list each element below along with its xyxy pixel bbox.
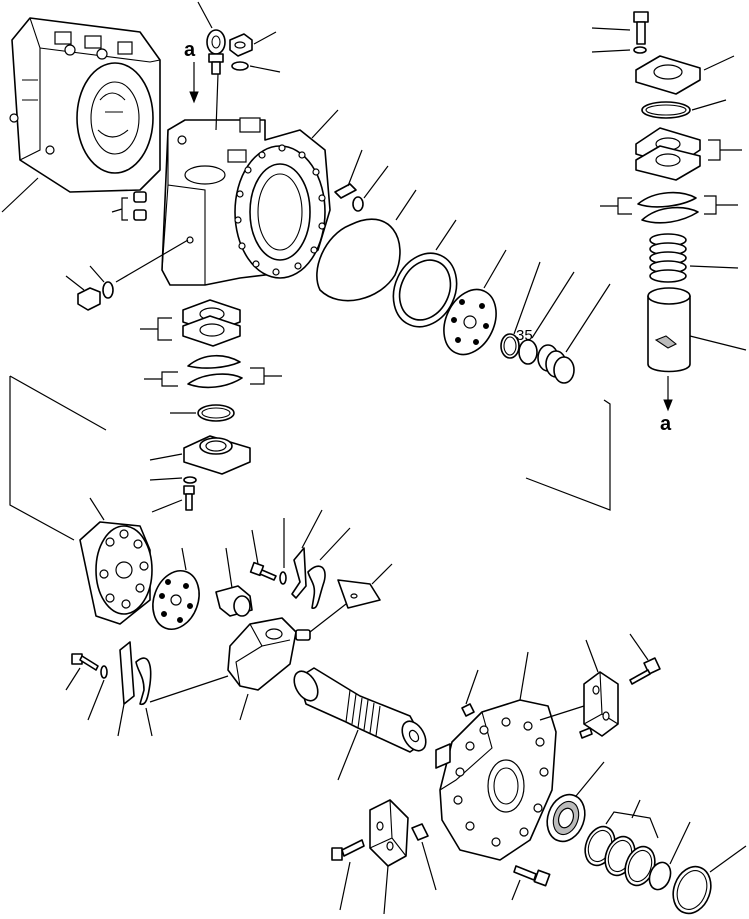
center-shaft (215, 585, 253, 617)
plate-left (119, 641, 135, 705)
cam-left (135, 657, 152, 706)
side-fittings (111, 191, 147, 221)
bracket-bottom (369, 799, 409, 867)
spring-small (537, 344, 575, 384)
assembly-outline-right (525, 399, 611, 511)
bolt-with-washer (249, 561, 287, 585)
small-plug (461, 703, 475, 717)
ring-set (584, 825, 672, 891)
seal-ring (392, 252, 458, 328)
large-gasket (316, 218, 401, 302)
shoe-plate (337, 579, 381, 609)
bolt-left (71, 653, 108, 679)
clamp-a (291, 547, 307, 599)
cylinder-block (79, 521, 153, 625)
leader-housing (311, 109, 339, 139)
reference-label-a-right: a (660, 413, 672, 435)
dowel-pin (334, 183, 364, 212)
clamp-b (307, 565, 326, 609)
bolt-right (629, 657, 661, 685)
callout-35: 35 (516, 327, 533, 344)
motor-housing (161, 117, 331, 286)
reference-label-a-top: a (184, 39, 196, 61)
bracket-right (583, 671, 619, 737)
bolt-end-cover (513, 865, 551, 887)
plug-with-oring (229, 33, 253, 71)
servo-stack-right (591, 11, 747, 373)
leader-plug (253, 31, 277, 45)
bearing (546, 793, 586, 843)
drive-shaft (293, 667, 427, 753)
end-cover (435, 699, 557, 861)
spring-large (649, 233, 687, 283)
large-snap-ring (672, 865, 712, 915)
snap-rings (500, 333, 538, 365)
servo-cover-stack-left (140, 299, 282, 513)
pump-case (9, 17, 161, 193)
assembly-outline-left (9, 375, 107, 541)
dowel-bottom (411, 823, 429, 841)
eyebolt (206, 29, 226, 75)
leader-pump-case (1, 177, 39, 213)
leader-eyebolt (197, 1, 213, 29)
leader-oring-small (249, 65, 281, 73)
swash-cradle (227, 617, 311, 691)
drain-plug (77, 281, 114, 311)
cylinder-plate (152, 570, 200, 630)
valve-plate (443, 288, 497, 356)
bolt-bottom (331, 839, 365, 861)
pin-small (579, 727, 593, 739)
